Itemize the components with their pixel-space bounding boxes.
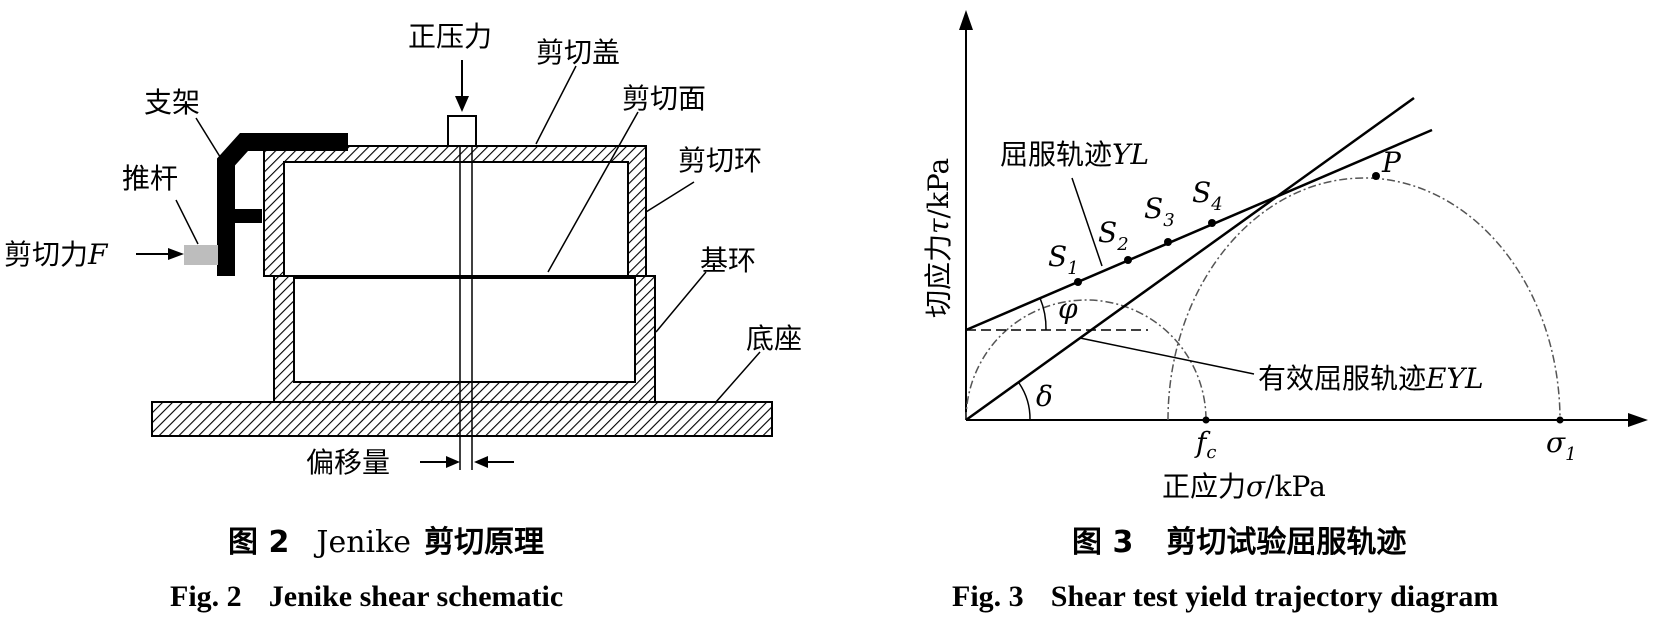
point-s3 [1164, 238, 1172, 246]
label-s2-main: S [1098, 216, 1117, 249]
fig3-caption-en-title: Shear test yield trajectory diagram [1051, 580, 1499, 613]
y-axis-arrowhead [959, 10, 973, 30]
base-plate [151, 401, 773, 437]
fig3-caption-cn-prefix: 图 3 [1072, 525, 1133, 560]
label-base-ring: 基环 [700, 244, 756, 277]
leader-base-ring [655, 271, 707, 333]
y-axis-label: 切应力τ/kPa [922, 158, 955, 318]
base-ring [273, 275, 656, 403]
label-fc: fc [1194, 426, 1216, 463]
leader-bracket [195, 117, 223, 161]
label-s4-sub: 4 [1210, 194, 1222, 215]
offset-arrowhead-right [474, 456, 488, 468]
fig3-caption-cn-title: 剪切试验屈服轨迹 [1166, 525, 1406, 560]
label-s1-main: S [1048, 240, 1067, 273]
y-axis-label-unit: /kPa [922, 158, 955, 219]
yield-locus-line [965, 128, 1433, 332]
label-shear-cover: 剪切盖 [536, 36, 620, 69]
leader-eyl [1079, 337, 1255, 375]
fig3-caption-cn: 图 3 剪切试验屈服轨迹 [1072, 525, 1406, 560]
leader-yl [1071, 177, 1103, 267]
point-s4 [1208, 219, 1216, 227]
label-s1-sub: 1 [1067, 258, 1078, 279]
label-normal-force: 正压力 [408, 20, 492, 53]
effective-yield-locus-line [965, 96, 1415, 422]
fig2-caption-en-title: Jenike shear schematic [269, 580, 563, 613]
label-fc-sub: c [1206, 442, 1216, 463]
label-shear-force: 剪切力F [4, 238, 109, 271]
leader-shear-cover [535, 65, 577, 145]
label-phi: φ [1058, 292, 1078, 325]
point-sigma1 [1556, 416, 1564, 424]
label-offset: 偏移量 [306, 446, 390, 479]
fig3-diagram: 切应力τ/kPa 正应力σ/kPa 屈服轨迹YL 有效屈服轨迹EYL S1 S2… [922, 10, 1648, 503]
offset-arrowhead-left [446, 456, 460, 468]
label-delta: δ [1036, 380, 1053, 413]
fig3-caption-en-prefix: Fig. 3 [952, 580, 1024, 613]
label-s1: S1 [1048, 240, 1079, 279]
leader-lines [175, 65, 761, 403]
shear-ring [263, 145, 647, 277]
label-p: P [1381, 146, 1402, 179]
x-axis-label: 正应力σ/kPa [1162, 470, 1326, 503]
label-shear-plane: 剪切面 [622, 82, 706, 115]
leader-push-rod [175, 199, 199, 245]
label-push-rod: 推杆 [122, 162, 178, 195]
label-s2: S2 [1098, 216, 1129, 255]
fig3-caption-en: Fig. 3 Shear test yield trajectory diagr… [952, 580, 1498, 613]
leader-shear-plane [547, 111, 639, 273]
fig2-schematic: 正压力 剪切盖 剪切面 剪切环 支架 推杆 剪切力F 基环 底座 偏移量 [4, 20, 802, 479]
push-rod [184, 245, 218, 265]
x-axis-label-symbol: σ [1246, 470, 1266, 503]
eyl-label: 有效屈服轨迹EYL [1258, 362, 1484, 395]
label-s4: S4 [1192, 176, 1223, 215]
point-p [1372, 172, 1380, 180]
label-base: 底座 [746, 322, 802, 355]
label-shear-ring: 剪切环 [678, 144, 762, 177]
fig2-caption-en-prefix: Fig. 2 [170, 580, 242, 613]
yl-label: 屈服轨迹YL [1000, 138, 1149, 171]
label-sigma1: σ1 [1546, 426, 1577, 465]
y-axis-label-symbol: τ [922, 218, 955, 234]
x-axis-label-unit: /kPa [1265, 470, 1326, 503]
mohr-circle-large [1167, 177, 1561, 421]
label-sigma1-main: σ [1546, 426, 1566, 459]
label-s3-sub: 3 [1163, 210, 1174, 231]
normal-force-arrowhead [455, 96, 469, 112]
eyl-label-cn: 有效屈服轨迹 [1258, 362, 1426, 395]
shear-force-arrowhead [168, 248, 184, 260]
mohr-circle-small [965, 299, 1207, 421]
fig2-caption-cn: 图 2 Jenike 剪切原理 [228, 525, 544, 560]
point-s1 [1074, 278, 1082, 286]
label-shear-force-symbol: F [87, 238, 109, 271]
x-axis-arrowhead [1628, 413, 1648, 427]
angle-delta-arc [1018, 382, 1031, 421]
eyl-label-symbol: EYL [1425, 362, 1484, 395]
leader-shear-ring [645, 181, 695, 213]
bracket [217, 133, 348, 276]
label-s3-main: S [1144, 192, 1163, 225]
label-bracket: 支架 [144, 86, 200, 119]
fig2-caption-cn-name: Jenike [313, 525, 411, 560]
angle-phi-arc [1039, 297, 1047, 331]
yl-label-symbol: YL [1112, 138, 1149, 171]
fig2-caption-cn-title: 剪切原理 [424, 525, 544, 560]
x-axis-label-cn: 正应力 [1162, 470, 1246, 503]
point-s2 [1124, 256, 1132, 264]
label-sigma1-sub: 1 [1565, 444, 1576, 465]
yl-label-cn: 屈服轨迹 [1000, 138, 1112, 171]
load-stem-cap [447, 115, 477, 147]
label-s2-sub: 2 [1116, 234, 1128, 255]
label-s3: S3 [1144, 192, 1175, 231]
label-shear-force-cn: 剪切力 [4, 238, 88, 271]
label-s4-main: S [1192, 176, 1211, 209]
point-fc [1202, 416, 1210, 424]
y-axis-label-cn: 切应力 [922, 234, 955, 318]
fig2-caption-en: Fig. 2 Jenike shear schematic [170, 580, 563, 613]
leader-base [715, 351, 761, 403]
fig2-caption-cn-prefix: 图 2 [228, 525, 289, 560]
